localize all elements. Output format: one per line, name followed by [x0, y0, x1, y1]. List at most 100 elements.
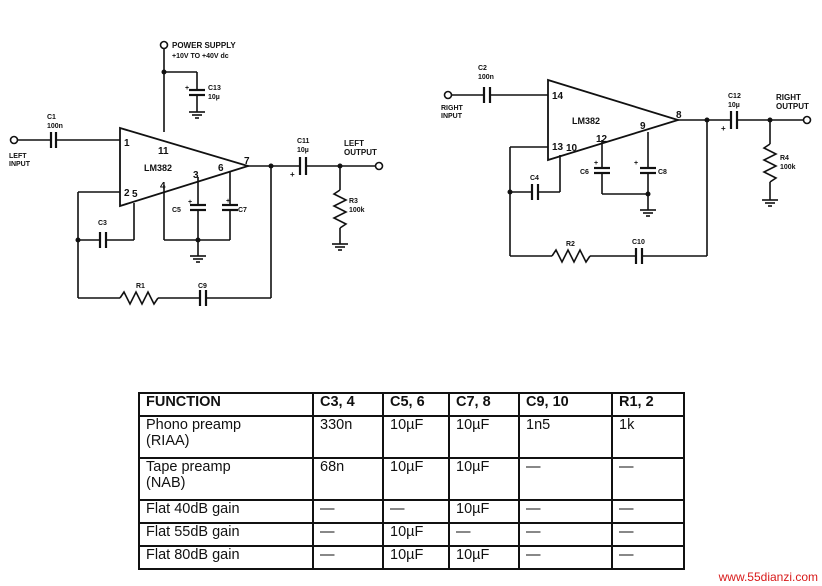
svg-text:+: + [226, 198, 230, 205]
svg-text:+: + [634, 160, 638, 167]
value-cell: — [611, 499, 685, 524]
right-output-terminal [802, 115, 812, 125]
svg-text:2: 2 [124, 188, 130, 199]
left-output-label-2: OUTPUT [344, 148, 377, 157]
svg-text:7: 7 [244, 156, 250, 167]
table-row: Flat 55dB gain — 10µF — — — [138, 522, 685, 547]
value-cell: — [448, 522, 520, 547]
function-cell: Phono preamp (RIAA) [138, 415, 314, 459]
c12-label: C12 [728, 93, 741, 100]
svg-text:5: 5 [132, 189, 138, 200]
c1-value: 100n [47, 123, 63, 130]
svg-text:12: 12 [596, 134, 608, 145]
svg-text:9: 9 [640, 121, 646, 132]
right-input-label-1: RIGHT [441, 105, 464, 112]
header-c9-10: C9, 10 [518, 392, 613, 417]
left-input-label-1: LEFT [9, 153, 27, 160]
right-circuit: RIGHT INPUT C2 100n LM382 14 13 10 12 9 … [441, 65, 812, 264]
left-opamp [119, 126, 252, 208]
svg-text:13: 13 [552, 142, 564, 153]
value-cell: — [518, 545, 613, 570]
c1-label: C1 [47, 114, 56, 121]
r3-label: R3 [349, 198, 358, 205]
r3-value: 100k [349, 207, 365, 214]
value-cell: — [312, 545, 384, 570]
value-cell: — [611, 522, 685, 547]
c6-label: C6 [580, 169, 589, 176]
left-ic-name: LM382 [144, 163, 172, 173]
value-cell: 10µF [448, 415, 520, 459]
left-output-terminal [374, 161, 384, 171]
svg-text:+: + [290, 170, 295, 179]
c2-value: 100n [478, 74, 494, 81]
c11-label: C11 [297, 138, 310, 145]
left-circuit: + POWER SUPPLY +10V TO +40V dc C13 10µ L… [9, 40, 384, 306]
r1-label: R1 [136, 283, 145, 290]
header-c5-6: C5, 6 [382, 392, 450, 417]
table-row: Flat 80dB gain — 10µF 10µF — — [138, 545, 685, 570]
value-cell: — [312, 522, 384, 547]
c8-label: C8 [658, 169, 667, 176]
c9-label: C9 [198, 283, 207, 290]
svg-text:+: + [594, 160, 598, 167]
right-output-label-1: RIGHT [776, 93, 801, 102]
svg-text:+: + [188, 199, 192, 206]
header-c7-8: C7, 8 [448, 392, 520, 417]
value-cell: 68n [312, 457, 384, 501]
c13-label: C13 [208, 85, 221, 92]
table-row: Flat 40dB gain — — 10µF — — [138, 499, 685, 524]
r4-label: R4 [780, 155, 789, 162]
svg-text:10: 10 [566, 143, 578, 154]
value-cell: — [518, 499, 613, 524]
power-supply-title: POWER SUPPLY [172, 41, 236, 50]
c5-label: C5 [172, 207, 181, 214]
svg-text:+: + [721, 124, 726, 133]
watermark: www.55dianzi.com [718, 570, 818, 584]
c11-value: 10µ [297, 147, 309, 154]
c13-value: 10µ [208, 94, 220, 101]
power-supply-terminal [159, 40, 169, 50]
function-cell: Tape preamp (NAB) [138, 457, 314, 501]
right-ic-name: LM382 [572, 116, 600, 126]
c3-label: C3 [98, 220, 107, 227]
function-cell: Flat 80dB gain [138, 545, 314, 570]
value-cell: 10µF [382, 545, 450, 570]
right-input-label-2: INPUT [441, 113, 463, 120]
value-cell: 1n5 [518, 415, 613, 459]
value-cell: — [611, 457, 685, 501]
value-cell: 10µF [382, 415, 450, 459]
value-cell: — [611, 545, 685, 570]
c4-label: C4 [530, 175, 539, 182]
c12-value: 10µ [728, 102, 740, 109]
r4-value: 100k [780, 164, 796, 171]
svg-text:1: 1 [124, 138, 130, 149]
right-output-label-2: OUTPUT [776, 102, 809, 111]
value-cell: — [518, 457, 613, 501]
value-cell: — [382, 499, 450, 524]
schematic: + POWER SUPPLY +10V TO +40V dc C13 10µ L… [9, 40, 812, 306]
header-c3-4: C3, 4 [312, 392, 384, 417]
table-row: Phono preamp (RIAA) 330n 10µF 10µF 1n5 1… [138, 415, 685, 459]
c2-label: C2 [478, 65, 487, 72]
left-input-terminal [9, 135, 19, 145]
value-cell: — [312, 499, 384, 524]
c7-label: C7 [238, 207, 247, 214]
table-row: Tape preamp (NAB) 68n 10µF 10µF — — [138, 457, 685, 501]
svg-text:4: 4 [160, 181, 166, 192]
svg-text:11: 11 [158, 146, 169, 157]
value-cell: 10µF [382, 522, 450, 547]
svg-text:+: + [185, 85, 189, 92]
header-r1-2: R1, 2 [611, 392, 685, 417]
value-cell: 10µF [448, 499, 520, 524]
table-header-row: FUNCTION C3, 4 C5, 6 C7, 8 C9, 10 R1, 2 [138, 392, 685, 417]
power-supply-range: +10V TO +40V dc [172, 53, 229, 60]
svg-text:6: 6 [218, 163, 224, 174]
left-output-label-1: LEFT [344, 139, 364, 148]
value-cell: 10µF [382, 457, 450, 501]
c10-label: C10 [632, 239, 645, 246]
header-function: FUNCTION [138, 392, 314, 417]
component-table: FUNCTION C3, 4 C5, 6 C7, 8 C9, 10 R1, 2 … [138, 392, 685, 570]
svg-text:14: 14 [552, 91, 564, 102]
function-cell: Flat 55dB gain [138, 522, 314, 547]
right-opamp [547, 78, 682, 162]
